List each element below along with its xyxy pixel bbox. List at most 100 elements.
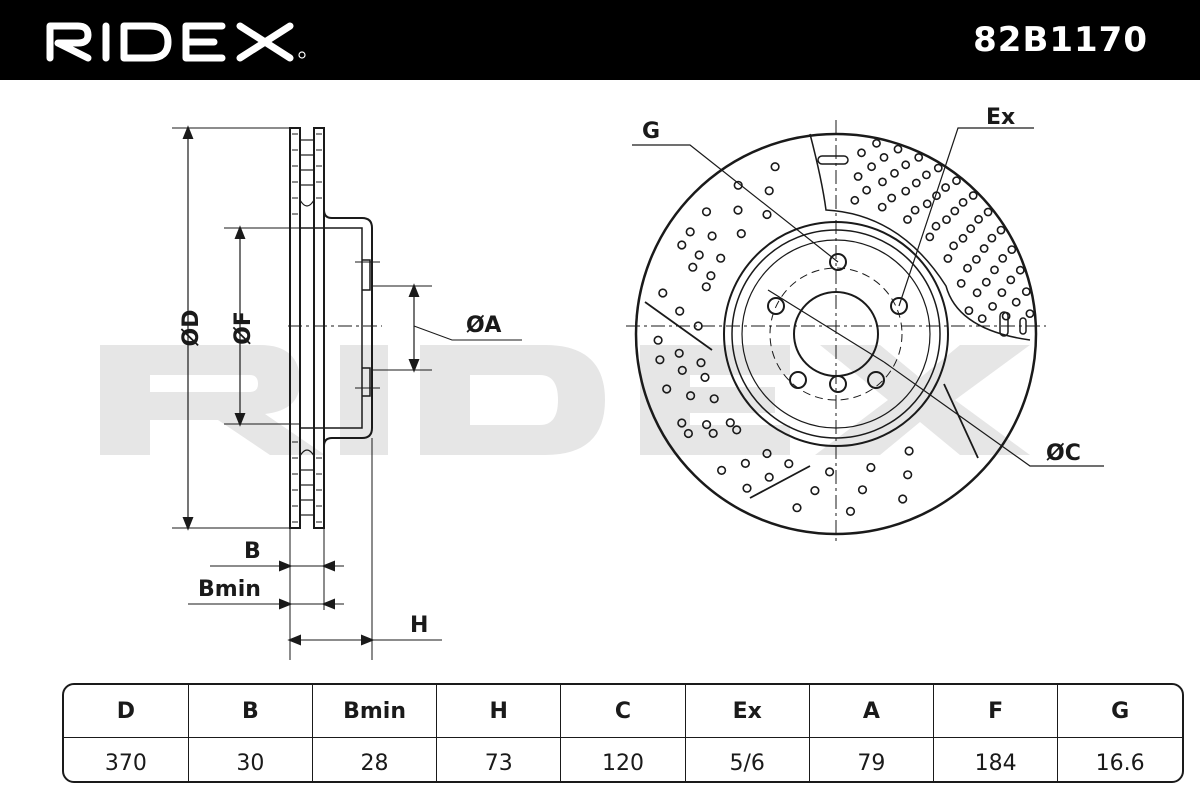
drill-hole xyxy=(675,306,685,316)
drill-hole xyxy=(706,271,716,281)
drill-hole xyxy=(810,486,820,496)
label-g: G xyxy=(642,119,660,144)
drill-hole xyxy=(878,177,887,187)
spec-value: 16.6 xyxy=(1057,737,1182,781)
drill-hole xyxy=(784,459,794,469)
spec-header: A xyxy=(808,685,935,738)
drill-hole xyxy=(853,172,863,181)
drill-hole xyxy=(990,265,999,275)
drill-hole xyxy=(872,138,881,148)
drill-hole xyxy=(972,288,982,298)
spec-header: Bmin xyxy=(311,685,438,738)
label-diameter-f: ØF xyxy=(231,311,256,345)
drill-hole xyxy=(677,365,687,376)
drill-hole xyxy=(709,394,719,404)
drill-hole xyxy=(770,162,780,172)
drill-hole xyxy=(732,425,742,435)
drill-hole xyxy=(857,148,866,158)
label-diameter-c: ØC xyxy=(1046,441,1081,466)
drill-hole xyxy=(977,314,987,323)
drill-hole xyxy=(988,301,997,311)
specification-table: D B Bmin H C Ex A F G 370 30 28 73 120 5… xyxy=(62,683,1184,783)
spec-value: 73 xyxy=(436,737,562,781)
spec-header-row: D B Bmin H C Ex A F G xyxy=(64,685,1182,738)
spec-value: 79 xyxy=(808,737,935,781)
drill-hole xyxy=(974,214,983,224)
spec-header: Ex xyxy=(684,685,810,738)
drill-hole xyxy=(693,321,703,331)
drill-hole xyxy=(890,168,899,178)
drill-hole xyxy=(701,282,711,292)
drill-hole xyxy=(972,254,981,264)
drill-hole xyxy=(922,199,932,209)
drill-hole xyxy=(949,241,958,251)
label-h: H xyxy=(410,613,428,638)
drill-hole xyxy=(958,233,968,243)
drill-hole xyxy=(762,448,772,459)
spec-header: F xyxy=(933,685,1059,738)
drill-hole xyxy=(914,152,924,162)
header-bar: 82B1170 xyxy=(0,0,1200,80)
drill-hole xyxy=(850,195,860,205)
label-b: B xyxy=(244,539,261,564)
drill-hole xyxy=(983,207,993,217)
drill-hole xyxy=(688,262,698,272)
drill-hole xyxy=(877,202,887,212)
drill-hole xyxy=(707,231,717,241)
drill-hole xyxy=(903,470,913,480)
drill-hole xyxy=(952,176,961,186)
drill-hole xyxy=(740,458,751,469)
drill-hole xyxy=(950,206,960,216)
drill-hole xyxy=(742,483,752,493)
drill-hole xyxy=(1007,245,1017,254)
drill-hole xyxy=(997,288,1007,297)
spec-value: 28 xyxy=(311,737,438,781)
drill-hole xyxy=(963,263,972,273)
drill-hole xyxy=(901,186,911,196)
drill-hole xyxy=(764,186,774,196)
spec-value: 120 xyxy=(560,737,686,781)
drill-hole xyxy=(931,221,941,231)
drill-hole xyxy=(677,240,687,250)
drill-hole xyxy=(862,185,871,195)
drill-hole xyxy=(941,183,950,192)
drill-hole xyxy=(792,503,802,513)
drilled-holes xyxy=(653,138,1035,517)
drill-hole xyxy=(677,418,687,428)
drill-hole xyxy=(879,152,889,162)
drill-hole xyxy=(943,254,953,263)
drill-hole xyxy=(762,209,772,220)
drill-hole xyxy=(674,348,684,358)
spec-header: G xyxy=(1057,685,1182,738)
drill-hole xyxy=(685,227,695,237)
drill-hole xyxy=(925,232,935,242)
drill-hole xyxy=(903,215,912,224)
front-labels: G Ex ØC xyxy=(642,105,1081,466)
drill-hole xyxy=(1021,287,1031,296)
drill-hole xyxy=(736,229,746,239)
label-ex: Ex xyxy=(986,105,1015,130)
drill-hole xyxy=(911,178,921,188)
technical-drawing: ØD ØF ØA B Bmin H xyxy=(100,105,1104,660)
drill-hole xyxy=(968,191,978,200)
drill-hole xyxy=(996,225,1006,235)
side-view xyxy=(172,125,522,660)
drill-hole xyxy=(733,205,743,215)
drill-hole xyxy=(998,253,1008,263)
drill-hole xyxy=(824,467,835,477)
drill-hole xyxy=(922,170,931,180)
spec-value: 370 xyxy=(64,737,189,781)
drill-hole xyxy=(933,163,943,173)
spec-value: 184 xyxy=(933,737,1059,781)
part-number: 82B1170 xyxy=(973,20,1148,60)
drill-hole xyxy=(958,197,968,207)
side-labels: ØD ØF ØA B Bmin H xyxy=(179,310,501,638)
drill-hole xyxy=(658,288,668,298)
spec-value-row: 370 30 28 73 120 5/6 79 184 16.6 xyxy=(64,737,1182,781)
spec-header: D xyxy=(64,685,189,738)
drill-hole xyxy=(655,355,665,365)
spec-value: 5/6 xyxy=(684,737,810,781)
drill-hole xyxy=(696,358,706,368)
drill-hole xyxy=(1001,311,1011,321)
drill-hole xyxy=(867,162,876,172)
